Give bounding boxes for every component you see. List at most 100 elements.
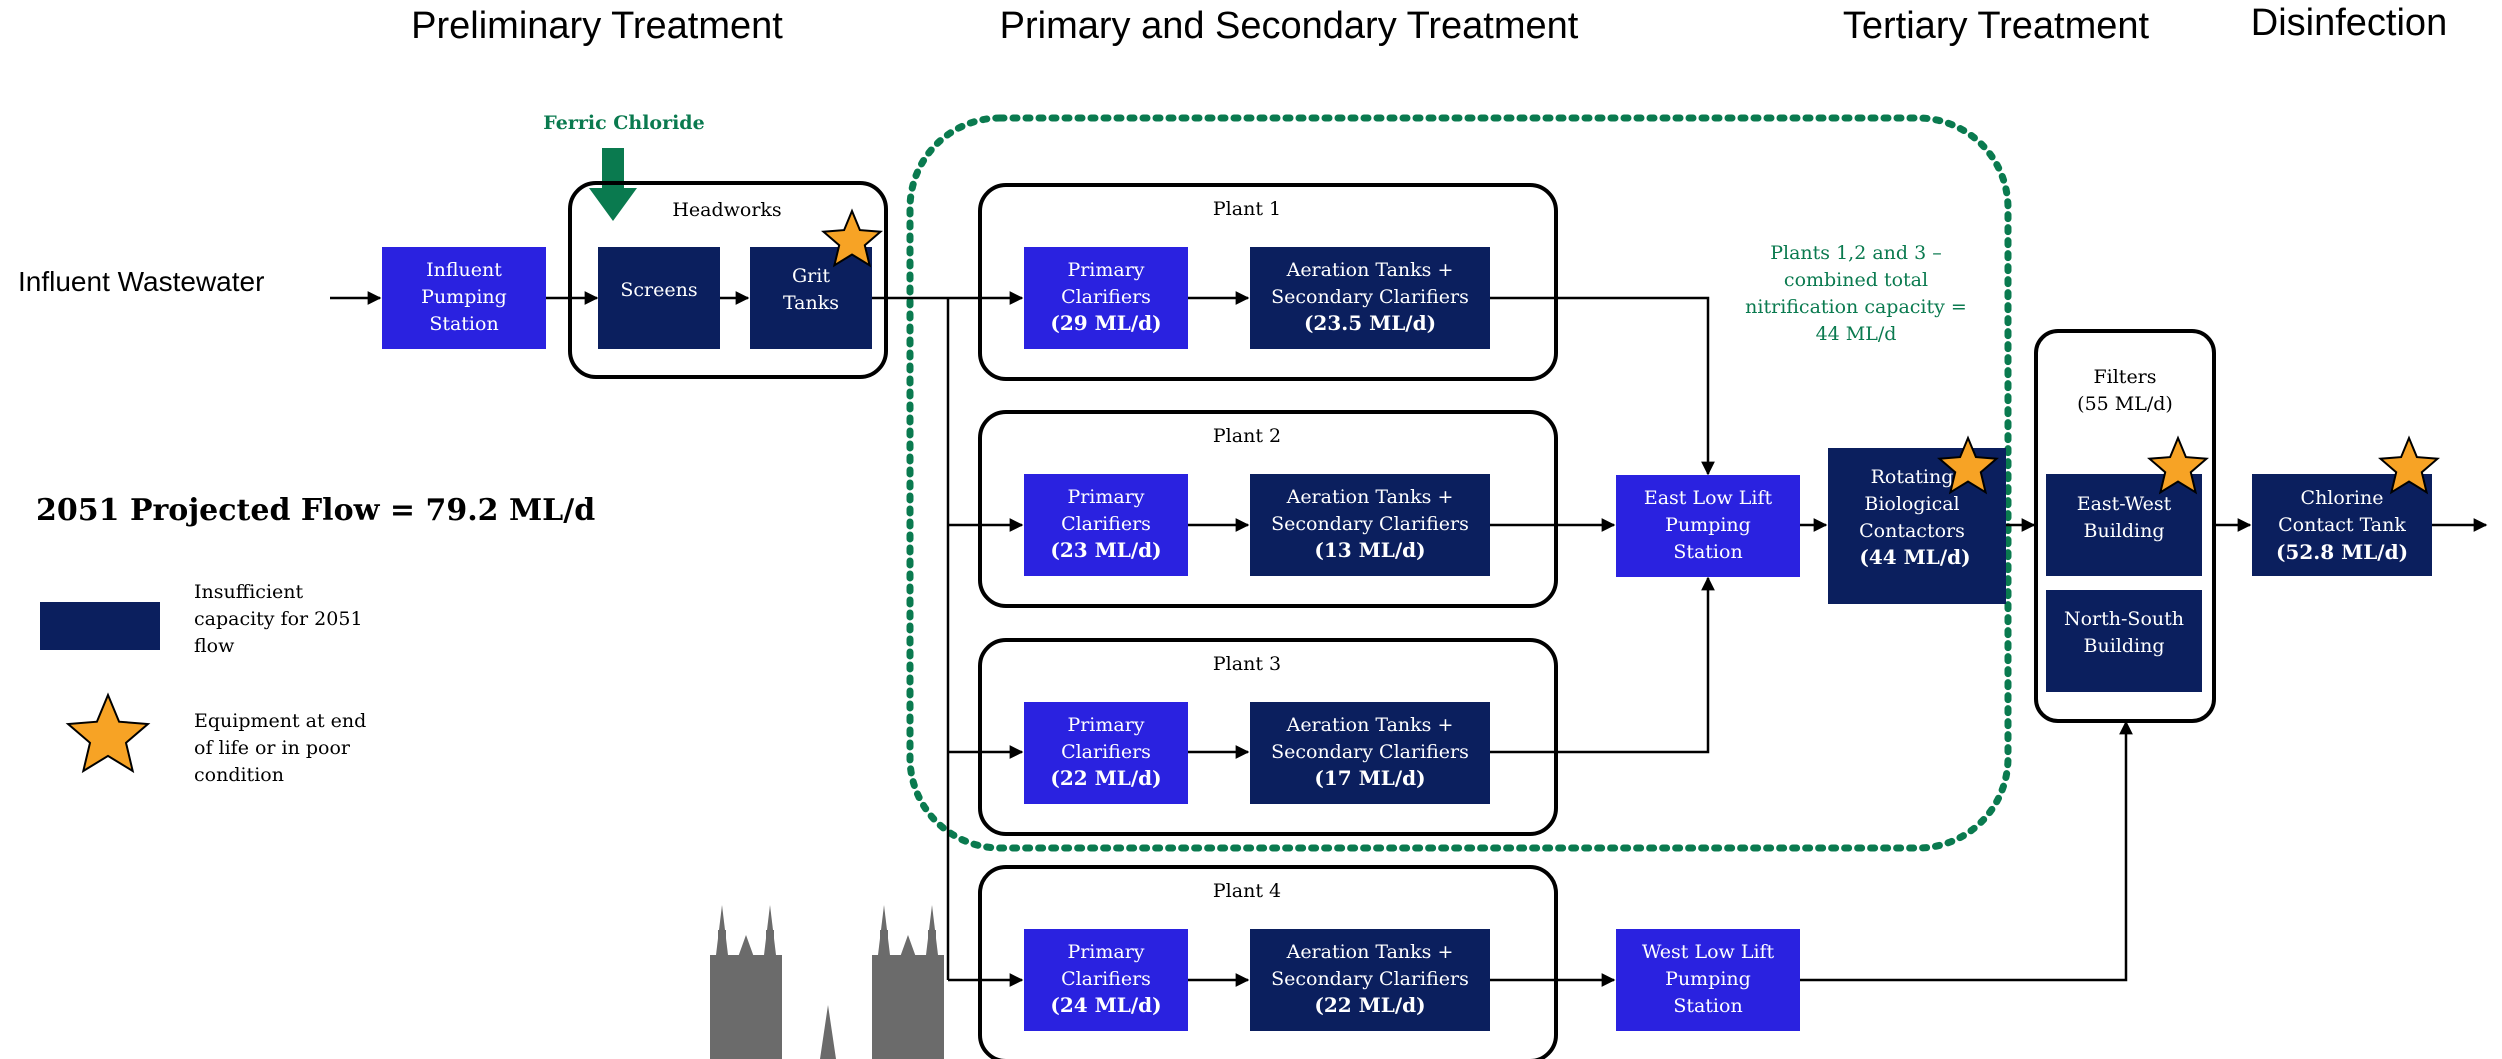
aeration-secondary-box: [1250, 247, 1490, 349]
filters-title: Filters: [2093, 366, 2156, 388]
aeration-label-line: Secondary Clarifiers: [1271, 741, 1469, 763]
primary-capacity: (22 ML/d): [1050, 766, 1161, 790]
plant-title: Plant 1: [1213, 198, 1281, 220]
primary-clarifiers-box: [1024, 474, 1188, 576]
east-west-building-box: [2046, 474, 2202, 576]
plants-1-3-boundary: [906, 114, 2012, 852]
aeration-label-line: Secondary Clarifiers: [1271, 513, 1469, 535]
filters-group: Filters (55 ML/d) East-West Building Nor…: [2034, 329, 2216, 723]
aeration-capacity: (22 ML/d): [1314, 993, 1425, 1017]
node-label-line: Grit: [792, 265, 830, 287]
aeration-capacity: (23.5 ML/d): [1304, 311, 1436, 335]
note-line: combined total: [1784, 269, 1928, 291]
node-label-line: Tanks: [783, 292, 839, 314]
legend: Insufficient capacity for 2051 flow Equi…: [40, 581, 366, 786]
node-label-line: West Low Lift: [1642, 941, 1775, 963]
primary-capacity: (29 ML/d): [1050, 311, 1161, 335]
aeration-label-line: Aeration Tanks +: [1286, 714, 1454, 736]
aeration-label-line: Aeration Tanks +: [1286, 486, 1454, 508]
node-label-line: Rotating: [1871, 466, 1954, 488]
influent-label: Influent Wastewater: [18, 266, 264, 297]
aeration-label-line: Secondary Clarifiers: [1271, 968, 1469, 990]
aeration-capacity: (13 ML/d): [1314, 538, 1425, 562]
influent-pumping-station: Influent Pumping Station: [382, 247, 546, 349]
aeration-secondary-box: [1250, 474, 1490, 576]
node-label-line: Building: [2084, 520, 2165, 542]
node-label-line: Contactors: [1859, 520, 1965, 542]
primary-clarifiers-box: [1024, 929, 1188, 1031]
plant-frame: [978, 865, 1558, 1059]
plant-title: Plant 4: [1213, 880, 1281, 902]
stars-layer: [65, 208, 2440, 774]
plant-title: Plant 3: [1213, 653, 1281, 675]
chlorine-contact-tank: Chlorine Contact Tank (52.8 ML/d): [2252, 474, 2432, 576]
plant-frame: [978, 183, 1558, 381]
legend-text-line: Equipment at end: [194, 710, 366, 732]
legend-text-line: Insufficient: [194, 581, 304, 603]
primary-label-line: Clarifiers: [1061, 513, 1151, 535]
primary-label-line: Primary: [1067, 714, 1144, 736]
aeration-label-line: Aeration Tanks +: [1286, 941, 1454, 963]
primary-label-line: Clarifiers: [1061, 286, 1151, 308]
stage-heading-disinfection: Disinfection: [2251, 2, 2447, 44]
plant-frame: [978, 638, 1558, 836]
primary-clarifiers-box: [1024, 702, 1188, 804]
node-capacity: (52.8 ML/d): [2276, 540, 2408, 564]
ferric-chloride-label: Ferric Chloride: [543, 112, 704, 134]
primary-label-line: Primary: [1067, 486, 1144, 508]
node-label-line: Station: [429, 313, 498, 335]
node-label-line: Pumping: [1665, 968, 1751, 990]
aeration-label-line: Aeration Tanks +: [1286, 259, 1454, 281]
grit-tanks-box: [750, 247, 872, 349]
node-label-line: Pumping: [1665, 514, 1751, 536]
stage-heading-tertiary: Tertiary Treatment: [1843, 5, 2150, 47]
node-label-line: Biological: [1864, 493, 1959, 515]
headworks-group: Headworks Screens Grit Tanks: [568, 181, 888, 379]
legend-text-line: condition: [194, 764, 284, 786]
aeration-secondary-box: [1250, 929, 1490, 1031]
end-of-life-star-icon: [821, 208, 883, 268]
primary-label-line: Clarifiers: [1061, 741, 1151, 763]
headworks-title: Headworks: [672, 199, 781, 221]
west-low-lift-pumping-station: West Low Lift Pumping Station: [1616, 929, 1800, 1031]
node-label-line: Station: [1673, 541, 1742, 563]
aeration-secondary-box: [1250, 702, 1490, 804]
legend-text-line: capacity for 2051: [194, 608, 363, 630]
primary-capacity: (23 ML/d): [1050, 538, 1161, 562]
primary-label-line: Primary: [1067, 941, 1144, 963]
note-line: nitrification capacity =: [1745, 296, 1967, 318]
north-south-building-box: [2046, 590, 2202, 692]
node-label-line: Pumping: [421, 286, 507, 308]
primary-label-line: Clarifiers: [1061, 968, 1151, 990]
end-of-life-star-icon: [2378, 435, 2440, 495]
aeration-capacity: (17 ML/d): [1314, 766, 1425, 790]
legend-text-line: flow: [194, 635, 235, 657]
node-label-line: Chlorine: [2301, 487, 2384, 509]
node-label-line: East-West: [2077, 493, 2172, 515]
end-of-life-star-icon: [2147, 435, 2209, 495]
nitrification-note: Plants 1,2 and 3 – combined total nitrif…: [1745, 242, 1967, 345]
filters-capacity: (55 ML/d): [2077, 393, 2173, 415]
plant-frame: [978, 410, 1558, 608]
screens-label: Screens: [620, 279, 697, 301]
primary-capacity: (24 ML/d): [1050, 993, 1161, 1017]
legend-text-line: of life or in poor: [194, 737, 351, 759]
node-label-line: Influent: [426, 259, 502, 281]
projected-flow-label: 2051 Projected Flow = 79.2 ML/d: [36, 493, 595, 528]
node-label-line: Station: [1673, 995, 1742, 1017]
primary-clarifiers-box: [1024, 247, 1188, 349]
stage-heading-preliminary: Preliminary Treatment: [411, 5, 783, 47]
node-label-line: North-South: [2064, 608, 2184, 630]
note-line: Plants 1,2 and 3 –: [1770, 242, 1942, 264]
end-of-life-star-icon: [1937, 435, 1999, 495]
stage-heading-primary-secondary: Primary and Secondary Treatment: [1000, 5, 1579, 47]
legend-swatch-insufficient: [40, 602, 160, 650]
note-line: 44 ML/d: [1816, 323, 1897, 345]
node-label-line: Contact Tank: [2278, 514, 2406, 536]
plant-title: Plant 2: [1213, 425, 1281, 447]
node-capacity: (44 ML/d): [1859, 545, 1970, 569]
